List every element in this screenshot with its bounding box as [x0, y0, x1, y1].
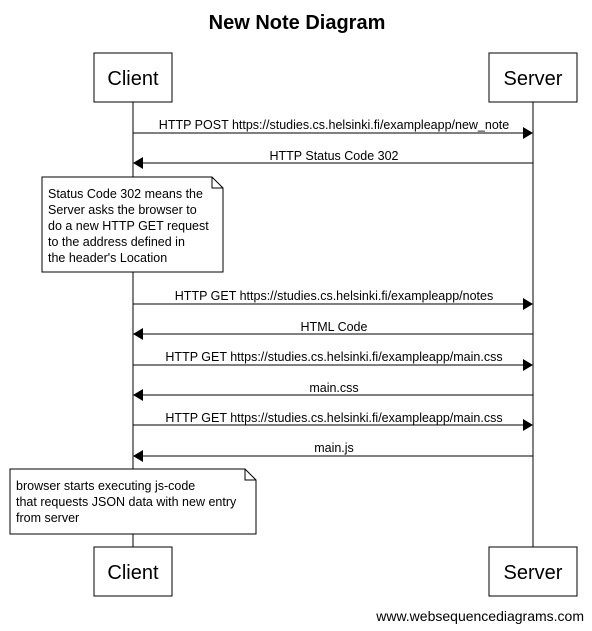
message-3: HTTP GET https://studies.cs.helsinki.fi/…	[133, 289, 533, 310]
message-6-label: main.css	[309, 381, 358, 395]
note-2-line-3: from server	[16, 511, 79, 525]
server-actor-bottom-label: Server	[504, 562, 563, 584]
client-actor-top: Client	[93, 52, 173, 103]
message-7-label: HTTP GET https://studies.cs.helsinki.fi/…	[165, 411, 502, 425]
client-actor-bottom: Client	[93, 546, 173, 597]
note-1-line-2: Server asks the browser to	[48, 203, 197, 217]
message-7: HTTP GET https://studies.cs.helsinki.fi/…	[133, 411, 533, 431]
note-2-line-1: browser starts executing js-code	[16, 479, 195, 493]
note-1-line-3: do a new HTTP GET request	[48, 219, 209, 233]
footer-watermark: www.websequencediagrams.com	[375, 608, 584, 624]
message-8: main.js	[133, 441, 533, 462]
note-1-line-1: Status Code 302 means the	[48, 187, 203, 201]
server-actor-bottom: Server	[488, 546, 578, 597]
message-4-label: HTML Code	[301, 320, 368, 334]
message-1: HTTP POST https://studies.cs.helsinki.fi…	[133, 118, 533, 139]
diagram-title: New Note Diagram	[209, 12, 386, 34]
note-2: browser starts executing js-code that re…	[9, 468, 257, 535]
client-actor-bottom-label: Client	[107, 562, 159, 584]
message-2-label: HTTP Status Code 302	[269, 149, 398, 163]
message-5-label: HTTP GET https://studies.cs.helsinki.fi/…	[165, 350, 502, 364]
note-1-line-4: to the address defined in	[48, 235, 185, 249]
message-8-label: main.js	[314, 441, 354, 455]
server-actor-top-label: Server	[504, 68, 563, 90]
note-1-line-5: the header's Location	[48, 251, 167, 265]
server-actor-top: Server	[488, 52, 578, 103]
message-2: HTTP Status Code 302	[133, 149, 533, 169]
note-1: Status Code 302 means the Server asks th…	[41, 176, 224, 273]
note-2-line-2: that requests JSON data with new entry	[16, 495, 237, 509]
message-5: HTTP GET https://studies.cs.helsinki.fi/…	[133, 350, 533, 371]
message-6: main.css	[133, 381, 533, 401]
message-1-label: HTTP POST https://studies.cs.helsinki.fi…	[159, 118, 509, 132]
message-4: HTML Code	[133, 320, 533, 340]
client-actor-top-label: Client	[107, 68, 159, 90]
message-3-label: HTTP GET https://studies.cs.helsinki.fi/…	[175, 289, 493, 303]
